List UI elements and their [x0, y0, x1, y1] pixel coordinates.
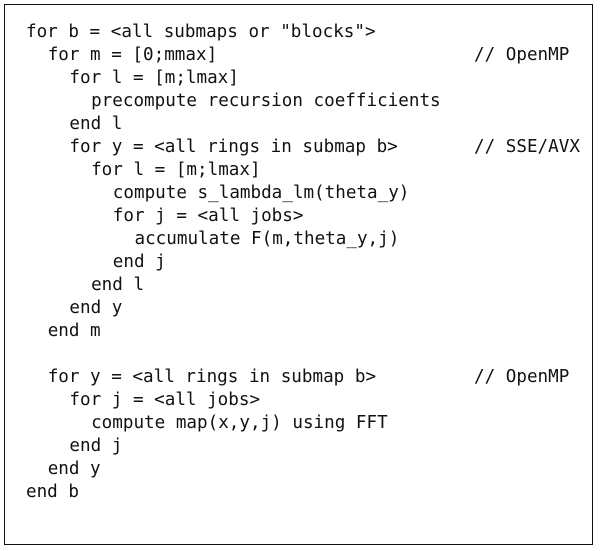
code-line: for j = <all jobs>: [112, 206, 304, 226]
pseudocode-frame: for b = <all submaps or "blocks"> for m =…: [4, 4, 593, 545]
code-comment: // OpenMP: [474, 367, 570, 387]
code-comment: // SSE/AVX: [474, 137, 580, 157]
code-line: end y: [47, 459, 101, 479]
code-line: for l = [m;lmax]: [91, 160, 261, 180]
code-line: end j: [112, 252, 166, 272]
pseudocode-block: for b = <all submaps or "blocks"> for m =…: [5, 5, 592, 544]
code-line: for l = [m;lmax]: [69, 68, 239, 88]
code-line: end l: [91, 275, 145, 295]
code-line: end b: [26, 482, 79, 502]
code-line: for m = [0;mmax]: [47, 45, 218, 65]
code-line: end l: [69, 114, 123, 134]
code-line: for j = <all jobs>: [69, 390, 261, 410]
code-line: precompute recursion coefficients: [91, 91, 441, 111]
code-line: compute map(x,y,j) using FFT: [91, 413, 388, 433]
code-line: accumulate F(m,theta_y,j): [134, 229, 400, 249]
code-line: end y: [69, 298, 123, 318]
code-line: end m: [47, 321, 101, 341]
code-line: for b = <all submaps or "blocks">: [26, 22, 376, 42]
code-line: for y = <all rings in submap b>: [69, 137, 398, 157]
code-line: for y = <all rings in submap b>: [47, 367, 377, 387]
code-line: end j: [69, 436, 123, 456]
code-comment: // OpenMP: [474, 45, 570, 65]
code-line: compute s_lambda_lm(theta_y): [112, 183, 410, 203]
